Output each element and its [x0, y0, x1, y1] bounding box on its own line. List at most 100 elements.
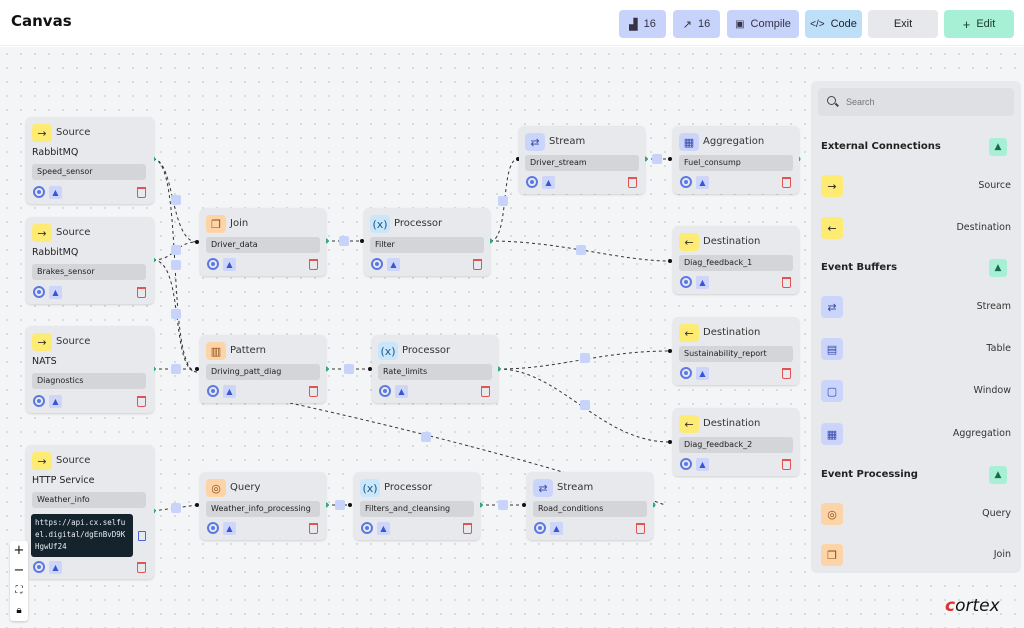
- trash-icon[interactable]: [473, 259, 482, 270]
- chevron-up-icon[interactable]: ▲: [550, 522, 563, 535]
- gear-icon[interactable]: [361, 522, 373, 534]
- chevron-up-icon[interactable]: ▲: [223, 258, 236, 271]
- gear-icon[interactable]: [680, 276, 692, 288]
- chevron-up-icon[interactable]: ▲: [49, 395, 62, 408]
- palette-item-table[interactable]: ▤ Table: [821, 338, 1011, 364]
- node-field[interactable]: Filter: [370, 237, 484, 253]
- trash-icon[interactable]: [309, 259, 318, 270]
- node-source-brakes[interactable]: → Source RabbitMQ Brakes_sensor ▲: [26, 217, 154, 304]
- node-destination-diag1[interactable]: ← Destination Diag_feedback_1 ▲: [673, 226, 799, 294]
- chevron-up-icon[interactable]: ▲: [387, 258, 400, 271]
- node-field[interactable]: Diagnostics: [32, 373, 146, 389]
- chevron-up-icon[interactable]: ▲: [696, 276, 709, 289]
- trash-icon[interactable]: [782, 459, 791, 470]
- node-source-http[interactable]: → Source HTTP Service Weather_info ▲: [26, 445, 154, 579]
- chevron-up-icon[interactable]: ▲: [696, 458, 709, 471]
- zoom-in-button[interactable]: +: [13, 543, 25, 558]
- palette-item-aggregation[interactable]: ▦ Aggregation: [821, 423, 1011, 449]
- trash-icon[interactable]: [636, 523, 645, 534]
- node-field[interactable]: Diag_feedback_2: [679, 437, 793, 453]
- chevron-up-icon[interactable]: ▲: [696, 176, 709, 189]
- node-pattern[interactable]: ▥ Pattern Driving_patt_diag ▲: [200, 335, 326, 403]
- collapse-external-toggle[interactable]: ▲: [989, 138, 1007, 156]
- trash-icon[interactable]: [782, 177, 791, 188]
- node-field[interactable]: Fuel_consump: [679, 155, 793, 171]
- node-processor-cleansing[interactable]: (x) Processor Filters_and_cleansing ▲: [354, 472, 480, 540]
- palette-item-window[interactable]: ▢ Window: [821, 380, 1011, 406]
- node-stream-road[interactable]: ⇄ Stream Road_conditions ▲: [527, 472, 653, 540]
- gear-icon[interactable]: [379, 385, 391, 397]
- exit-button[interactable]: Exit: [868, 10, 938, 38]
- palette-item-join[interactable]: ❐ Join: [821, 544, 1011, 570]
- trash-icon[interactable]: [309, 386, 318, 397]
- chevron-up-icon[interactable]: ▲: [49, 561, 62, 574]
- edit-button[interactable]: +Edit: [944, 10, 1014, 38]
- gear-icon[interactable]: [207, 522, 219, 534]
- node-field[interactable]: Driving_patt_diag: [206, 364, 320, 380]
- chevron-up-icon[interactable]: ▲: [696, 367, 709, 380]
- chevron-up-icon[interactable]: ▲: [395, 385, 408, 398]
- collapse-processing-toggle[interactable]: ▲: [989, 466, 1007, 484]
- trash-icon[interactable]: [628, 177, 637, 188]
- chevron-up-icon[interactable]: ▲: [542, 176, 555, 189]
- gear-icon[interactable]: [371, 258, 383, 270]
- code-button[interactable]: </>Code: [805, 10, 862, 38]
- gear-icon[interactable]: [33, 395, 45, 407]
- chevron-up-icon[interactable]: ▲: [377, 522, 390, 535]
- gear-icon[interactable]: [207, 385, 219, 397]
- node-field[interactable]: Driver_stream: [525, 155, 639, 171]
- palette-item-query[interactable]: ◎ Query: [821, 503, 1011, 529]
- trash-icon[interactable]: [309, 523, 318, 534]
- node-processor-rate[interactable]: (x) Processor Rate_limits ▲: [372, 335, 498, 403]
- palette-item-stream[interactable]: ⇄ Stream: [821, 296, 1011, 322]
- compile-button[interactable]: ▣Compile: [727, 10, 799, 38]
- trash-icon[interactable]: [782, 368, 791, 379]
- node-source-speed[interactable]: → Source RabbitMQ Speed_sensor ▲: [26, 117, 154, 204]
- node-field[interactable]: Driver_data: [206, 237, 320, 253]
- node-stream-driver[interactable]: ⇄ Stream Driver_stream ▲: [519, 126, 645, 194]
- node-field[interactable]: Weather_info_processing: [206, 501, 320, 517]
- node-join[interactable]: ❐ Join Driver_data ▲: [200, 208, 326, 276]
- node-aggregation[interactable]: ▦ Aggregation Fuel_consump ▲: [673, 126, 799, 194]
- trash-icon[interactable]: [137, 396, 146, 407]
- node-query[interactable]: ◎ Query Weather_info_processing ▲: [200, 472, 326, 540]
- node-field[interactable]: Sustainability_report: [679, 346, 793, 362]
- node-field[interactable]: Speed_sensor: [32, 164, 146, 180]
- node-field[interactable]: Filters_and_cleansing: [360, 501, 474, 517]
- search-input[interactable]: [818, 88, 1014, 116]
- trash-icon[interactable]: [481, 386, 490, 397]
- node-field[interactable]: Rate_limits: [378, 364, 492, 380]
- edges-count-button[interactable]: ↗16: [673, 10, 720, 38]
- lock-icon[interactable]: 🔒︎: [16, 605, 22, 616]
- trash-icon[interactable]: [782, 277, 791, 288]
- gear-icon[interactable]: [680, 176, 692, 188]
- node-field[interactable]: Road_conditions: [533, 501, 647, 517]
- gear-icon[interactable]: [33, 186, 45, 198]
- node-destination-sustainability[interactable]: ← Destination Sustainability_report ▲: [673, 317, 799, 385]
- trash-icon[interactable]: [137, 562, 146, 573]
- collapse-buffers-toggle[interactable]: ▲: [989, 259, 1007, 277]
- gear-icon[interactable]: [33, 561, 45, 573]
- node-field[interactable]: Diag_feedback_1: [679, 255, 793, 271]
- chevron-up-icon[interactable]: ▲: [223, 522, 236, 535]
- palette-item-source[interactable]: → Source: [821, 175, 1011, 201]
- node-field[interactable]: Weather_info: [32, 492, 146, 508]
- gear-icon[interactable]: [526, 176, 538, 188]
- node-source-nats[interactable]: → Source NATS Diagnostics ▲: [26, 326, 154, 413]
- gear-icon[interactable]: [680, 458, 692, 470]
- node-processor-filter[interactable]: (x) Processor Filter ▲: [364, 208, 490, 276]
- nodes-count-button[interactable]: ▟16: [619, 10, 666, 38]
- trash-icon[interactable]: [137, 287, 146, 298]
- gear-icon[interactable]: [680, 367, 692, 379]
- trash-icon[interactable]: [463, 523, 472, 534]
- palette-item-destination[interactable]: ← Destination: [821, 217, 1011, 243]
- copy-icon[interactable]: [138, 531, 146, 541]
- trash-icon[interactable]: [137, 187, 146, 198]
- gear-icon[interactable]: [33, 286, 45, 298]
- chevron-up-icon[interactable]: ▲: [49, 286, 62, 299]
- fit-view-button[interactable]: ⛶: [15, 585, 23, 596]
- chevron-up-icon[interactable]: ▲: [49, 186, 62, 199]
- node-field[interactable]: Brakes_sensor: [32, 264, 146, 280]
- node-destination-diag2[interactable]: ← Destination Diag_feedback_2 ▲: [673, 408, 799, 476]
- zoom-out-button[interactable]: −: [13, 563, 25, 578]
